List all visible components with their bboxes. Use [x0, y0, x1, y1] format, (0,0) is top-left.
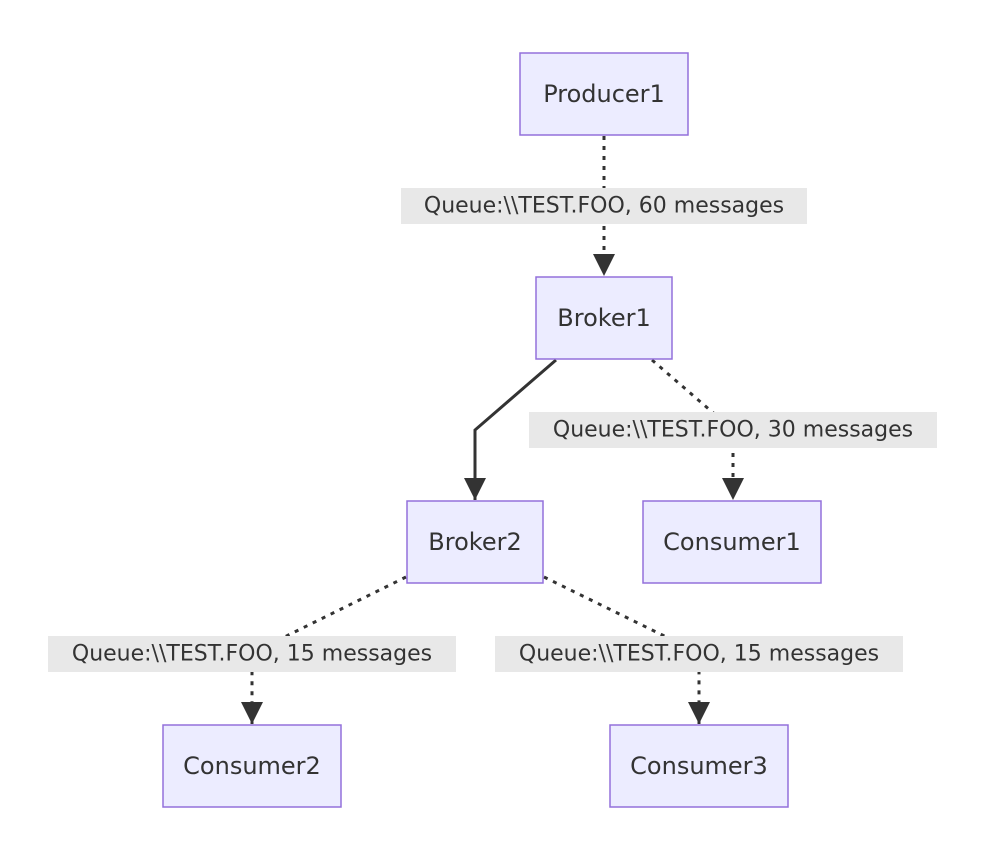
edge-broker1-consumer1: [651, 358, 744, 500]
node-label: Consumer1: [663, 528, 801, 556]
edge-broker1-broker2: [464, 358, 557, 500]
node-consumer3: Consumer3: [609, 724, 789, 808]
edge-label-text: Queue:\\TEST.FOO, 15 messages: [519, 642, 879, 667]
node-label: Consumer2: [183, 752, 321, 780]
node-label: Consumer3: [630, 752, 768, 780]
edge-label-60: Queue:\\TEST.FOO, 60 messages: [401, 188, 807, 224]
node-label: Producer1: [543, 80, 665, 108]
node-label: Broker1: [557, 304, 650, 332]
node-consumer2: Consumer2: [162, 724, 342, 808]
edge-label-15-right: Queue:\\TEST.FOO, 15 messages: [495, 636, 903, 672]
edge-label-15-left: Queue:\\TEST.FOO, 15 messages: [48, 636, 456, 672]
node-label: Broker2: [428, 528, 521, 556]
edge-label-text: Queue:\\TEST.FOO, 30 messages: [553, 418, 913, 443]
node-producer1: Producer1: [519, 52, 689, 136]
edge-label-text: Queue:\\TEST.FOO, 15 messages: [72, 642, 432, 667]
edge-label-text: Queue:\\TEST.FOO, 60 messages: [424, 194, 784, 219]
node-broker2: Broker2: [406, 500, 544, 584]
node-broker1: Broker1: [535, 276, 673, 360]
node-consumer1: Consumer1: [642, 500, 822, 584]
edge-label-30: Queue:\\TEST.FOO, 30 messages: [529, 412, 937, 448]
